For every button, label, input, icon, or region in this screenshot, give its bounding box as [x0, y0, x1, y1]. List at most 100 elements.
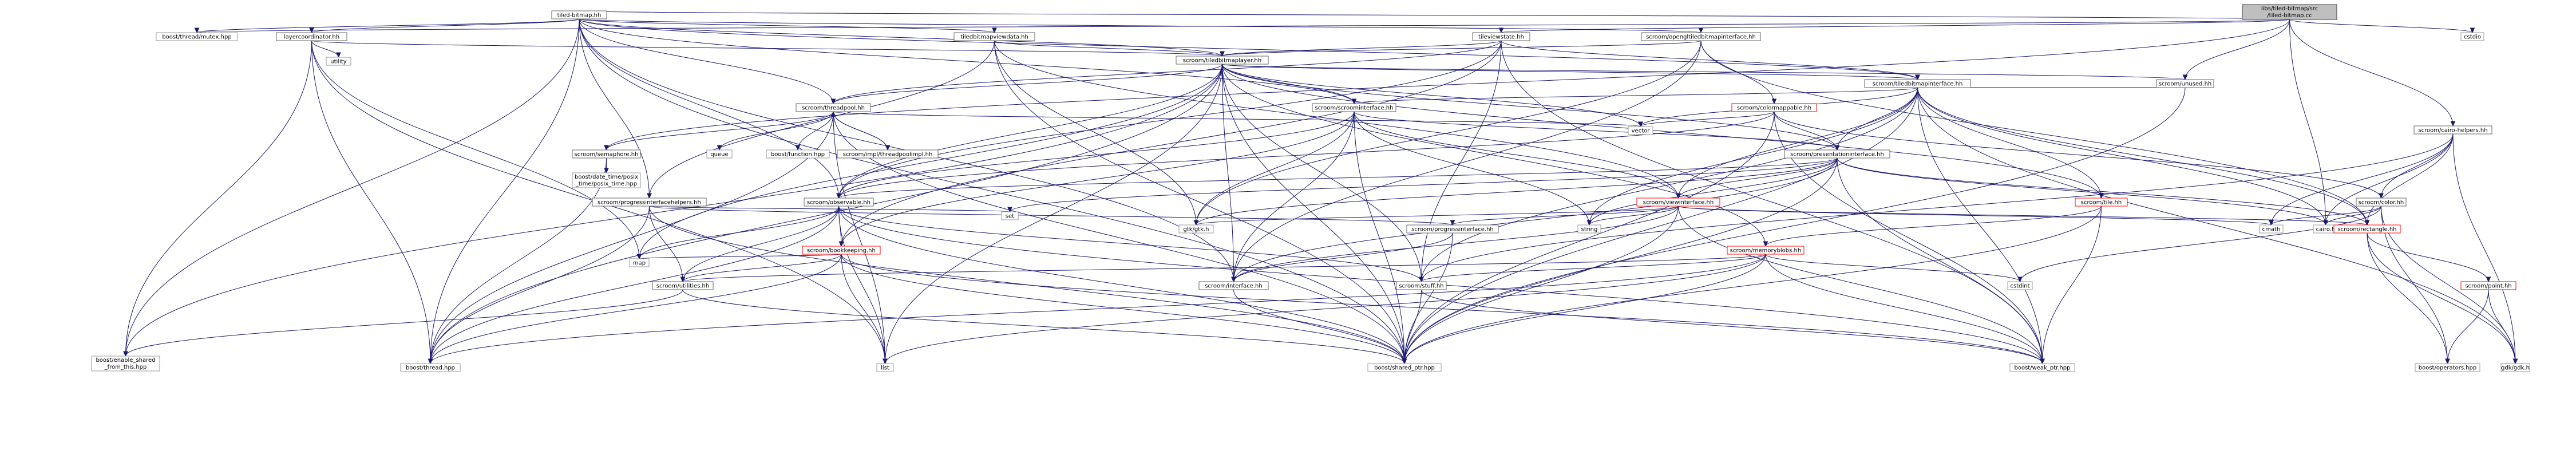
edge-tiledbitmapviewdata-to-viewinterface [994, 40, 1679, 199]
node-threadpool[interactable]: scroom/threadpool.hh [796, 103, 871, 112]
node-cmath[interactable]: cmath [2259, 224, 2284, 234]
edge-arrowhead-color-to-cmath [2269, 220, 2274, 226]
node-box-point [2460, 281, 2516, 290]
node-viewinterface[interactable]: scroom/viewinterface.hh [1636, 198, 1720, 207]
node-operators[interactable]: boost/operators.hpp [2415, 363, 2480, 372]
node-label-enableshared-line-2: _from_this.hpp [104, 364, 147, 370]
node-tiledbitmapviewdata[interactable]: tiledbitmapviewdata.hh [953, 32, 1035, 41]
node-utilities[interactable]: scroom/utilities.hh [652, 281, 714, 290]
node-label-gtk: gtk/gtk.h [1183, 227, 1209, 233]
edge-arrowhead-memoryblobs-to-list [883, 358, 888, 365]
node-opengltiledbitmapinterface[interactable]: scroom/opengltiledbitmapinterface.hh [1641, 32, 1761, 41]
edge-tiledbitmaplayer-to-enableshared [125, 64, 1222, 357]
edge-scroominterface-to-viewinterface [1354, 111, 1679, 199]
node-vector[interactable]: vector [1628, 126, 1653, 135]
node-posixtime[interactable]: boost/date_time/posix_time/posix_time.hp… [572, 172, 641, 188]
node-list[interactable]: list [876, 363, 894, 372]
node-root[interactable]: libs/tiled-bitmap/src/tiled-bitmap.cc [2242, 4, 2337, 20]
node-gtk[interactable]: gtk/gtk.h [1178, 224, 1214, 234]
edge-cairohelpers-to-color [2381, 133, 2454, 199]
edge-threadpool-to-list [833, 111, 885, 364]
node-presentationinterface[interactable]: scroom/presentationinterface.hh [1784, 149, 1890, 159]
node-scroominterface[interactable]: scroom/scroominterface.hh [1312, 103, 1396, 112]
edge-tiledbitmapinterface-to-gdk [1917, 87, 2516, 364]
edge-arrowhead-colormappable-to-presentationinterface [1834, 145, 1840, 151]
edge-tiledbitmaplayer-to-vector [1222, 64, 1641, 127]
node-memoryblobs[interactable]: scroom/memoryblobs.hh [1727, 246, 1805, 255]
node-rectangle[interactable]: scroom/rectangle.hh [2333, 224, 2401, 234]
node-semaphore[interactable]: scroom/semaphore.hh [572, 149, 641, 159]
edge-arrowhead-layercoordinator-to-utility [336, 52, 341, 58]
node-observable[interactable]: scroom/observable.hh [804, 198, 874, 207]
edge-tileviewstate-to-observable [838, 40, 1502, 199]
edge-semaphore-to-thread [430, 157, 607, 364]
node-gdk[interactable]: gdk/gdk.h [2500, 363, 2530, 372]
node-tiledbitmaplayer[interactable]: scroom/tiledbitmaplayer.hh [1176, 56, 1269, 65]
node-threadpoolimpl[interactable]: scroom/impl/threadpoolimpl.hh [837, 149, 939, 159]
node-tileviewstate[interactable]: tileviewstate.hh [1472, 32, 1530, 41]
node-box-tiledbitmapviewdata [953, 32, 1035, 41]
edge-observable-to-thread [430, 206, 839, 364]
node-set[interactable]: set [1001, 211, 1019, 220]
node-stuff[interactable]: scroom/stuff.hh [1396, 281, 1447, 290]
edge-arrowhead-memoryblobs-to-cstdint [2017, 276, 2023, 283]
node-thread[interactable]: boost/thread.hpp [400, 363, 461, 372]
edge-viewinterface-to-sharedptr [1404, 206, 1679, 364]
node-mutex[interactable]: boost/thread/mutex.hpp [156, 32, 238, 41]
edge-tiledbitmap-to-tiledbitmapviewdata [579, 18, 995, 33]
node-queue[interactable]: queue [706, 149, 733, 159]
node-label-cairohelpers: scroom/cairo-helpers.hh [2418, 128, 2487, 134]
node-enableshared[interactable]: boost/enable_shared_from_this.hpp [91, 356, 160, 372]
node-label-mutex: boost/thread/mutex.hpp [162, 34, 231, 41]
edge-arrowhead-tiledbitmaplayer-to-unused [2182, 74, 2188, 81]
node-tiledbitmapinterface[interactable]: scroom/tiledbitmapinterface.hh [1864, 79, 1971, 88]
node-function[interactable]: boost/function.hpp [766, 149, 830, 159]
node-cairohelpers[interactable]: scroom/cairo-helpers.hh [2413, 125, 2492, 135]
edge-scroominterface-to-presentationinterface [1354, 111, 1838, 151]
edge-arrowhead-viewinterface-to-progressinterface [1450, 220, 1455, 226]
node-map[interactable]: map [629, 258, 650, 267]
node-tiledbitmap[interactable]: tiled-bitmap.hh [551, 10, 607, 19]
edge-tiledbitmaplayer-to-scroominterface [1222, 64, 1355, 104]
node-sharedptr[interactable]: boost/shared_ptr.hpp [1367, 363, 1442, 372]
node-colormappable[interactable]: scroom/colormappable.hh [1731, 103, 1817, 112]
edge-tileviewstate-to-tiledbitmaplayer [1222, 40, 1502, 57]
node-layercoordinator[interactable]: layercoordinator.hh [276, 32, 347, 41]
node-scroominterfaceh[interactable]: scroom/interface.hh [1198, 281, 1269, 290]
edge-viewinterface-to-progressinterface [1452, 206, 1679, 226]
node-progressinterfacehelpers[interactable]: scroom/progressinterfacehelpers.hh [592, 198, 707, 207]
edge-opengltiledbitmapinterface-to-gtk [1196, 40, 1701, 226]
edge-viewinterface-to-rectangle [1678, 206, 2368, 226]
edge-arrowhead-stuff-to-weakptr [2040, 358, 2045, 365]
node-point[interactable]: scroom/point.hh [2460, 281, 2516, 290]
edge-arrowhead-threadpool-to-semaphore [604, 145, 609, 151]
node-bookkeeping[interactable]: scroom/bookkeeping.hh [802, 246, 881, 255]
node-utility[interactable]: utility [326, 57, 351, 66]
node-tile[interactable]: scroom/tile.hh [2075, 198, 2128, 207]
node-color[interactable]: scroom/color.hh [2356, 198, 2407, 207]
node-box-posixtime [572, 172, 641, 188]
node-string[interactable]: string [1577, 224, 1601, 234]
node-label-string: string [1581, 227, 1598, 233]
edge-tiledbitmap-to-thread [430, 18, 580, 364]
edge-tiledbitmapinterface-to-stuff [1421, 87, 1918, 282]
node-label-list: list [881, 365, 889, 372]
node-box-gdk [2500, 363, 2530, 372]
edge-progressinterfacehelpers-to-set [649, 206, 1010, 212]
edge-progressinterfacehelpers-to-progressinterface [649, 206, 1453, 226]
edge-bookkeeping-to-sharedptr [841, 254, 1405, 364]
node-progressinterface[interactable]: scroom/progressinterface.hh [1406, 224, 1499, 234]
node-cstdint[interactable]: cstdint [2007, 281, 2033, 290]
edge-colormappable-to-sharedptr [1404, 111, 1775, 364]
edge-cairohelpers-to-cairoh [2325, 133, 2454, 226]
edge-layercoordinator-to-enableshared [125, 40, 312, 357]
node-box-threadpoolimpl [837, 149, 939, 159]
node-cstdio[interactable]: cstdio [2460, 32, 2484, 41]
edge-tiledbitmap-to-mutex [196, 18, 580, 33]
edge-memoryblobs-to-utilities [682, 254, 1766, 282]
node-label-rectangle: scroom/rectangle.hh [2337, 227, 2396, 233]
node-weakptr[interactable]: boost/weak_ptr.hpp [2009, 363, 2075, 372]
node-label-cmath: cmath [2262, 227, 2281, 233]
node-unused[interactable]: scroom/unused.hh [2156, 79, 2214, 88]
edge-tiledbitmaplayer-to-tiledbitmapinterface [1222, 64, 1918, 80]
